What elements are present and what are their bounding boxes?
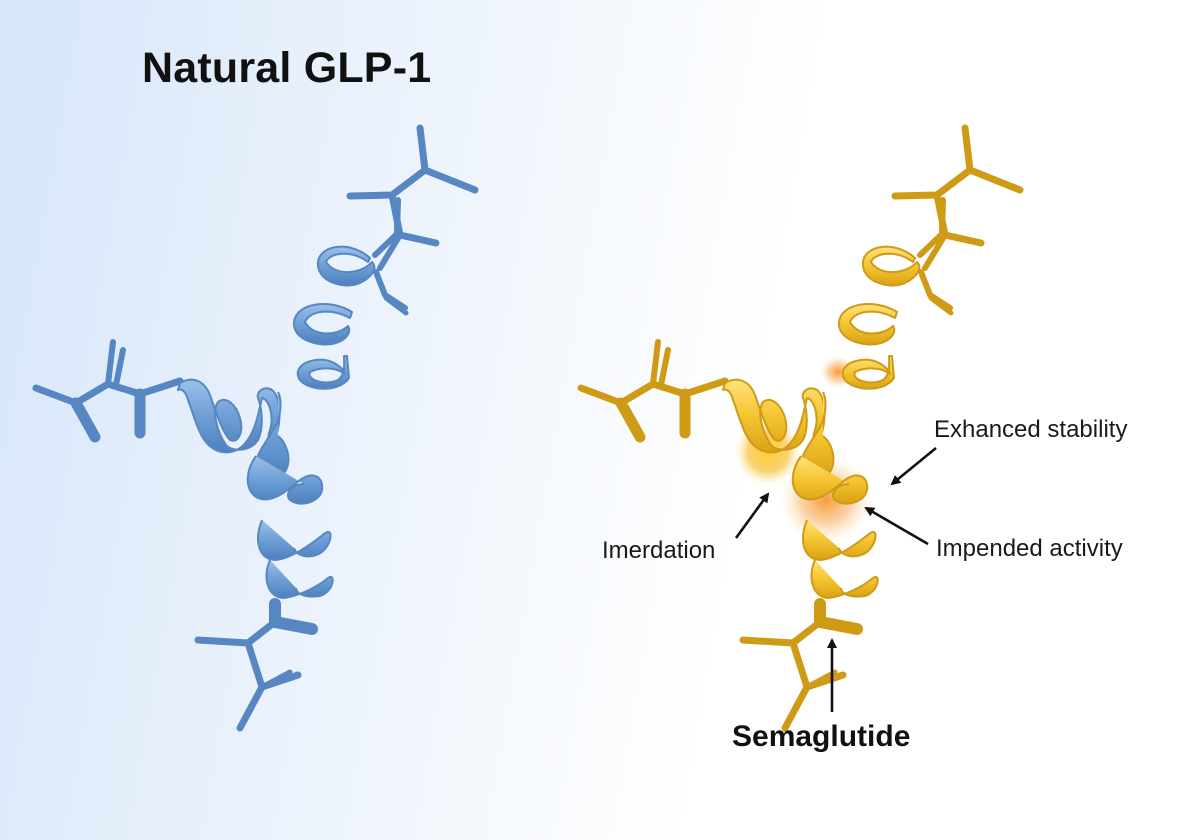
annotation-arrows [734, 446, 937, 712]
stability-arrow [890, 446, 937, 486]
natural-glp1-molecule [36, 128, 475, 728]
imerdation-arrow [734, 492, 770, 539]
activity-arrow [864, 506, 929, 546]
semaglutide-molecule [581, 128, 1020, 728]
